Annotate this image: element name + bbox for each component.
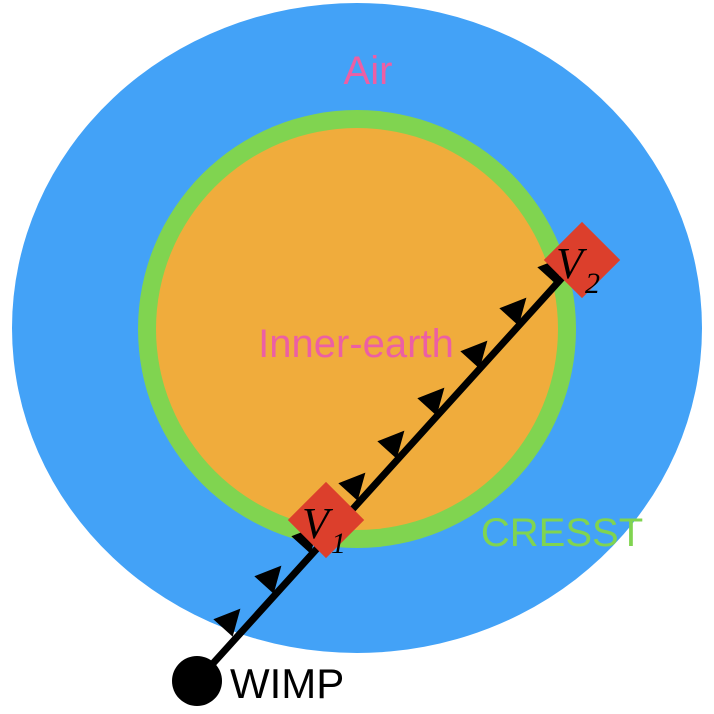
wimp-dot-icon (172, 656, 222, 706)
v2-label-main: V (556, 239, 588, 288)
inner-earth-core (156, 128, 558, 530)
wimp-trajectory-line (195, 255, 583, 683)
path-arrow-icon (377, 430, 405, 459)
v1-label-main: V (302, 499, 334, 548)
v2-label-sub: 2 (585, 267, 600, 300)
wimp-label: WIMP (230, 660, 344, 707)
path-arrow-icon (213, 608, 241, 637)
path-arrow-icon (254, 565, 282, 594)
cresst-label: CRESST (481, 511, 643, 555)
vertex-v2: V 2 (543, 221, 621, 300)
v1-label-sub: 1 (331, 527, 346, 560)
inner-earth-label: Inner-earth (258, 322, 454, 366)
path-arrow-icon (338, 472, 366, 501)
path-arrow-icon (499, 297, 527, 326)
diamond-icon (543, 221, 621, 299)
air-label: Air (344, 49, 393, 93)
path-arrow-icon (460, 340, 488, 369)
path-arrow-icon (417, 387, 445, 416)
